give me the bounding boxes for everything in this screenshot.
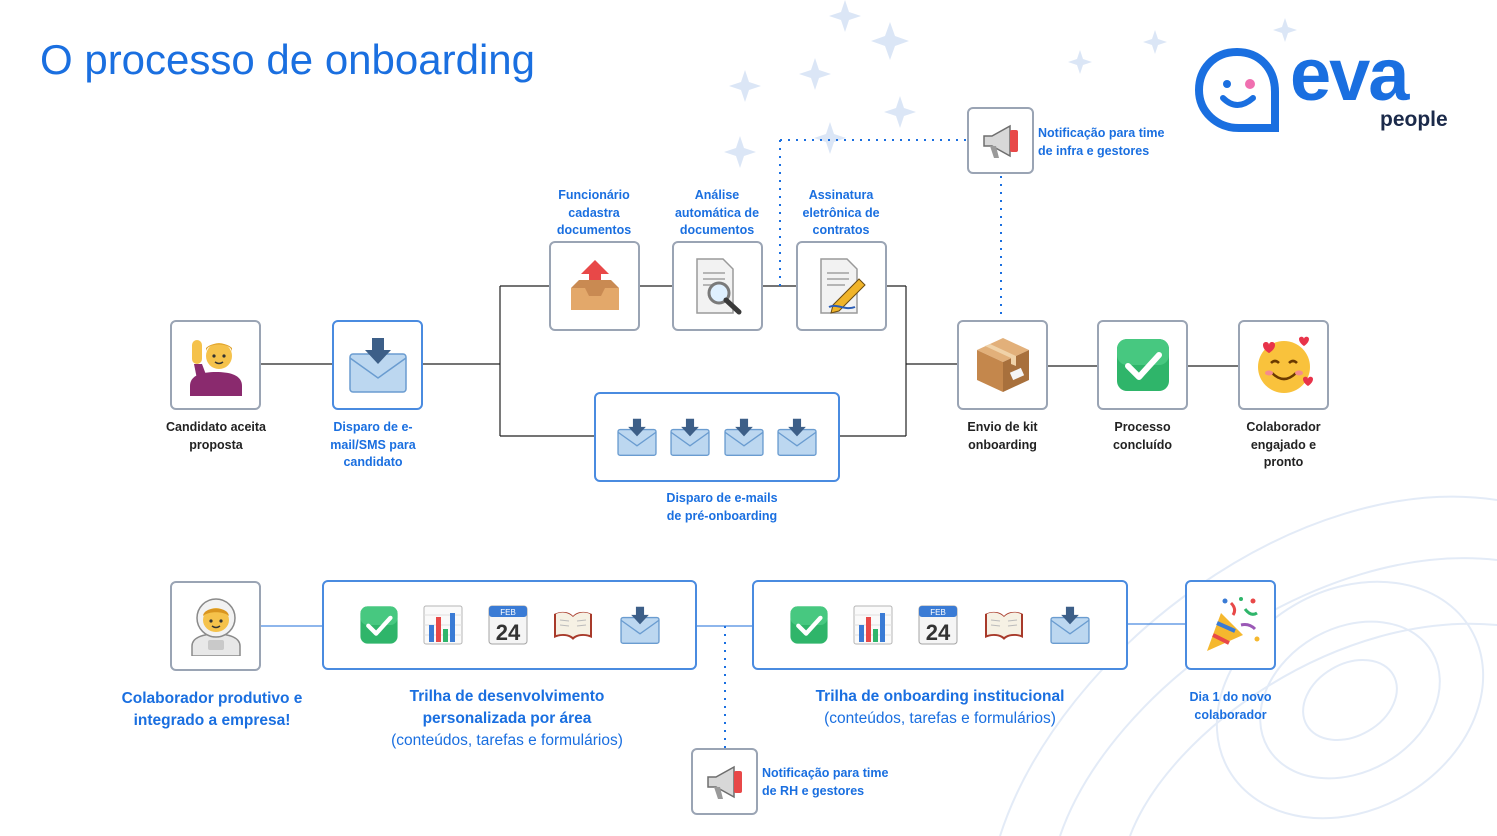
notify-infra-label: Notificação para time de infra e gestore… (1038, 125, 1198, 160)
envelope-inbox-icon (724, 418, 764, 456)
notify-infra-line2: de infra e gestores (1038, 143, 1150, 158)
smiling-face-hearts-icon (1257, 336, 1313, 393)
signature-node (796, 241, 887, 331)
track-dev-sub: (conteúdos, tarefas e formulários) (391, 732, 623, 749)
check-mark-icon (1116, 339, 1169, 391)
notify-infra-node (967, 107, 1034, 174)
track-dev-label: Trilha de desenvolvimento personalizada … (357, 686, 657, 752)
envelope-inbox-icon (670, 418, 710, 456)
check-mark-icon (790, 606, 828, 644)
notify-hr-line1: Notificação para time (762, 766, 889, 780)
dispatch-node (332, 320, 423, 410)
person-raising-hand-icon (189, 340, 242, 396)
track-dev-title: Trilha de desenvolvimento personalizada … (409, 688, 605, 727)
document-pen-icon (819, 258, 866, 314)
track-inst-node: FEB 24 (752, 580, 1128, 670)
envelope-inbox-icon (777, 418, 818, 456)
productive-node (170, 581, 261, 671)
track-inst-sub: (conteúdos, tarefas e formulários) (824, 710, 1056, 727)
bar-chart-icon (853, 605, 893, 645)
check-mark-icon (359, 606, 398, 644)
megaphone-icon (982, 124, 1018, 158)
dispatch-label: Disparo de e-mail/SMS para candidato (330, 420, 416, 469)
preonboarding-line2: de pré-onboarding (666, 508, 778, 523)
candidate-label: Candidato aceita proposta (165, 420, 267, 452)
track-dev-node: FEB 24 (322, 580, 697, 670)
envelope-inbox-icon (616, 418, 657, 456)
signature-label: Assinatura eletrônica de contratos (802, 188, 880, 237)
engaged-label: Colaborador engajado e pronto (1246, 420, 1321, 469)
envelope-inbox-icon (619, 606, 660, 644)
logo-sub: people (1380, 108, 1448, 131)
open-book-icon (984, 611, 1023, 640)
notify-hr-line2: de RH e gestores (762, 783, 865, 798)
notify-hr-label: Notificação para time de RH e gestores (762, 765, 922, 800)
candidate-node (170, 320, 261, 410)
bar-chart-icon (423, 605, 463, 645)
package-icon (976, 338, 1029, 392)
done-label: Processo concluído (1112, 420, 1173, 452)
calendar-icon: FEB 24 (918, 605, 958, 645)
day1-label: Dia 1 do novo colaborador (1189, 690, 1272, 722)
megaphone-icon (706, 765, 742, 799)
analysis-label: Análise automática de documentos (674, 188, 760, 237)
preonboarding-label: Disparo de e-mails de pré-onboarding (622, 490, 822, 525)
engaged-node (1238, 320, 1329, 410)
calendar-month: FEB (930, 608, 946, 617)
open-book-icon (554, 611, 592, 640)
register-node (549, 241, 640, 331)
document-search-icon (695, 258, 741, 315)
calendar-day: 24 (926, 620, 951, 645)
done-node (1097, 320, 1188, 410)
notify-hr-node (691, 748, 758, 815)
track-inst-label: Trilha de onboarding institucional (cont… (790, 686, 1090, 730)
calendar-icon: FEB 24 (488, 605, 527, 645)
envelope-inbox-icon (1050, 606, 1090, 644)
page-title: O processo de onboarding (40, 36, 535, 83)
kit-node (957, 320, 1048, 410)
register-label: Funcionário cadastra documentos (556, 188, 632, 237)
preonboarding-node (594, 392, 840, 482)
productive-label: Colaborador produtivo e integrado a empr… (121, 690, 303, 729)
preonboarding-line1: Disparo de e-mails (666, 491, 778, 505)
track-inst-title: Trilha de onboarding institucional (815, 688, 1065, 705)
eva-logo-icon (1194, 47, 1279, 132)
notify-infra-line1: Notificação para time (1038, 126, 1165, 140)
eva-people-logo: eva people (1194, 33, 1455, 136)
astronaut-icon (190, 598, 241, 656)
calendar-month: FEB (500, 608, 516, 617)
envelope-inbox-icon (348, 338, 407, 393)
connectors (261, 285, 1238, 437)
calendar-day: 24 (495, 620, 520, 645)
day1-node (1185, 580, 1276, 670)
party-popper-icon (1206, 597, 1259, 651)
outbox-tray-icon (570, 260, 619, 310)
dotted-connectors (724, 139, 1002, 748)
background-stars (724, 0, 1297, 168)
logo-brand: eva (1290, 33, 1409, 116)
analysis-node (672, 241, 763, 331)
kit-label: Envio de kit onboarding (967, 420, 1038, 452)
